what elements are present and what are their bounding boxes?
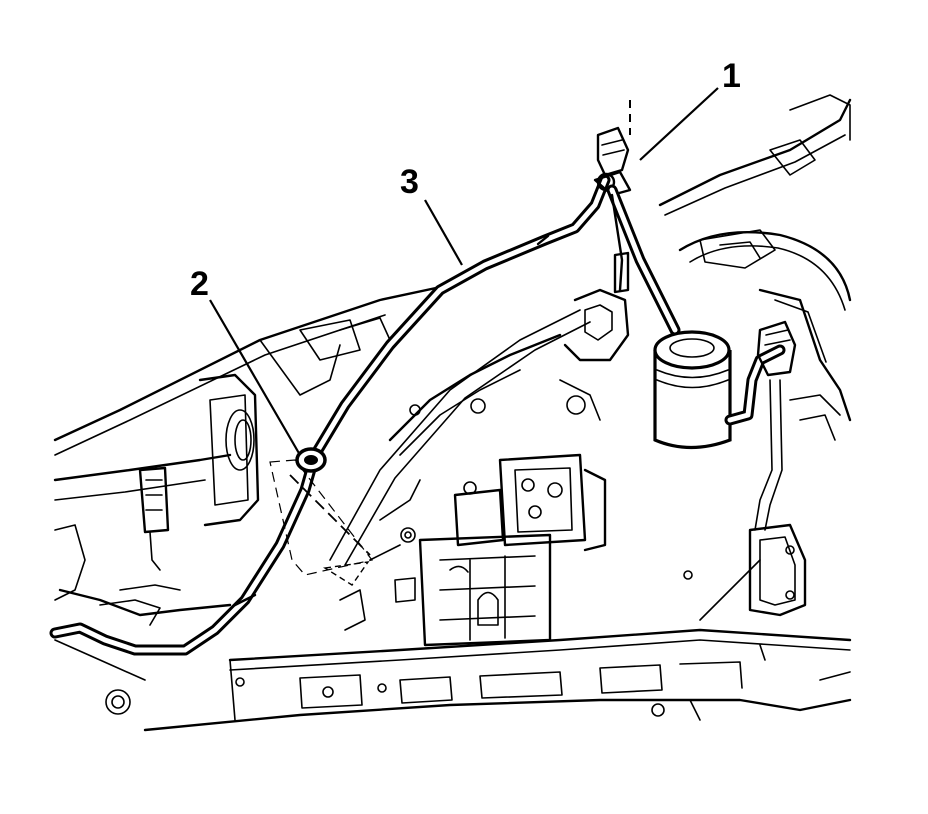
callout-2-label: 2: [190, 265, 209, 303]
callout-leaders: [209, 87, 719, 456]
ac-refrigerant-line: [49, 126, 632, 656]
callout-3-label: 3: [400, 163, 419, 201]
receiver-dryer: [606, 184, 797, 531]
callout-1-leader: [639, 87, 719, 161]
callout-2-leader: [209, 299, 301, 456]
callout-3-leader: [424, 199, 463, 266]
view-direction-arrow: [269, 459, 374, 586]
o-ring-seal: [295, 447, 327, 473]
vehicle-body-structure: [53, 94, 852, 732]
callout-1-label: 1: [722, 57, 741, 95]
